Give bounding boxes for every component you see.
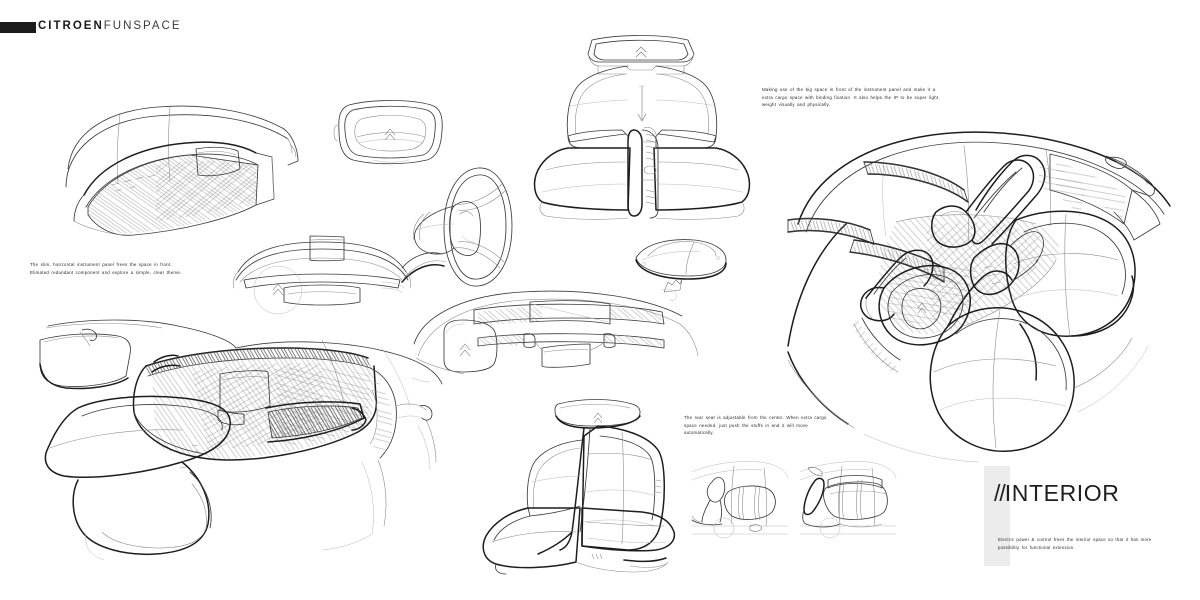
interior-swatch — [984, 466, 1010, 566]
sketch-front-seats-front-view — [522, 24, 751, 220]
interior-slashes: // — [994, 480, 1006, 506]
interior-title-text: INTERIOR — [1004, 480, 1120, 506]
note-interior-caption: Electric power & control frees the inter… — [998, 537, 1152, 550]
brand-name: CITROEN — [38, 20, 104, 32]
header-accent-bar — [0, 22, 36, 33]
sketch-seat-package-thumb-1 — [691, 458, 789, 544]
note-rear-seat: The rear seat is adjustable from the cen… — [684, 415, 827, 436]
sketch-ip-front-elevation — [411, 286, 702, 396]
sketch-dashboard-plan-view — [232, 232, 412, 315]
note-instrument-panel: The slim, horizontal instrument panel fr… — [30, 262, 182, 275]
sketch-ip-perspective-top-left — [60, 95, 310, 240]
interior-title: //INTERIOR — [994, 480, 1119, 507]
model-name: FUNSPACE — [103, 20, 182, 32]
board-header: CITROENFUNSPACE — [0, 20, 1200, 42]
sketch-rear-bench-seat — [472, 392, 690, 575]
sketch-ip-large-perspective — [22, 312, 443, 564]
note-cargo-space: Making use of the big space in front of … — [762, 87, 939, 108]
sketch-cabin-overview-perspective — [787, 128, 1184, 464]
sketch-steering-wheel-perspective — [401, 162, 532, 297]
sketch-steering-wheel-front — [333, 97, 448, 167]
sketch-pedal-detail — [628, 232, 736, 294]
page-title: CITROENFUNSPACE — [38, 20, 182, 32]
sketch-seat-package-thumb-2 — [799, 458, 897, 544]
interior-title-block: //INTERIOR — [984, 466, 1190, 566]
